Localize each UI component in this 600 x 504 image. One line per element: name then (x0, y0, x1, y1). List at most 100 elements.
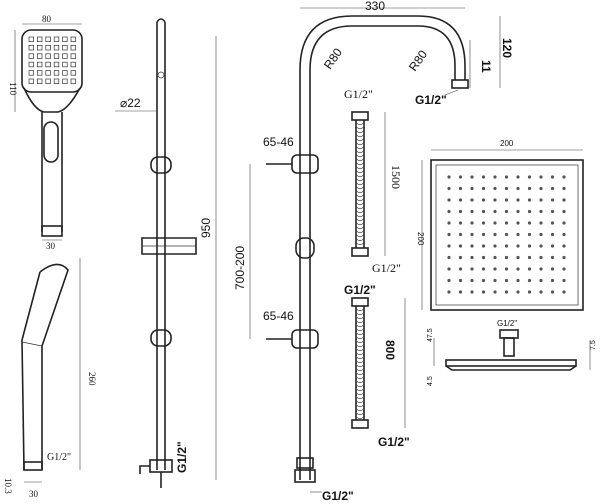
nozzle (493, 209, 497, 214)
nozzle (481, 290, 486, 294)
nozzle (447, 290, 451, 294)
hose-ring (355, 364, 365, 367)
nozzle (550, 267, 555, 271)
nozzle (562, 267, 566, 271)
nozzle (53, 45, 60, 51)
hs-width-label: 80 (42, 14, 52, 24)
nozzle (481, 278, 486, 283)
arm-thread-label: G1/2" (415, 93, 447, 107)
nozzle (493, 267, 497, 271)
hose-ring (355, 206, 365, 209)
nozzle (28, 36, 34, 42)
nozzle (458, 175, 463, 179)
hs-base-label: 30 (46, 241, 56, 251)
nozzle (481, 221, 486, 225)
nozzle (458, 267, 463, 271)
nozzle (470, 255, 474, 260)
nozzle (458, 244, 463, 248)
nozzle (516, 175, 520, 179)
nozzle (562, 198, 566, 202)
nozzle (527, 267, 532, 271)
nozzle (504, 198, 509, 202)
hose-ring (355, 388, 365, 391)
nozzle (504, 278, 509, 283)
nozzle (516, 221, 520, 225)
hose-ring (355, 230, 365, 233)
nozzle (516, 232, 520, 237)
hose-ring (355, 324, 365, 327)
nozzle (447, 198, 451, 202)
nozzle (539, 267, 543, 271)
nozzle (562, 290, 566, 294)
nozzle (493, 221, 497, 225)
arm-120-label: 120 (500, 38, 514, 58)
nozzle (481, 209, 486, 214)
square-shower-head-icon (445, 329, 577, 371)
nozzle (527, 244, 532, 248)
nozzle (470, 290, 474, 294)
hose-ring (355, 368, 365, 371)
hose-ring (355, 186, 365, 189)
nozzle (493, 198, 497, 202)
nozzle (45, 53, 51, 59)
hose-icon (351, 297, 369, 429)
hose-ring (355, 162, 365, 165)
nozzle (28, 78, 34, 84)
nozzle (70, 78, 76, 84)
nozzle (516, 267, 520, 271)
nozzle (53, 70, 60, 76)
nozzle (470, 186, 474, 191)
nozzle (539, 198, 543, 202)
hose-ring (355, 198, 365, 201)
nozzle (562, 186, 566, 191)
hose-ring (355, 122, 365, 125)
nozzle (447, 278, 451, 283)
nozzle (562, 232, 566, 237)
nozzle (481, 175, 486, 179)
nozzle (550, 175, 555, 179)
nozzle (62, 70, 68, 76)
nozzle (527, 198, 532, 202)
nozzle (28, 70, 34, 76)
nozzle (550, 209, 555, 214)
nozzle (53, 53, 60, 59)
adjustment-range-label: 700-200 (233, 246, 247, 290)
hose-ring (355, 218, 365, 221)
nozzle (70, 61, 76, 68)
nozzle (527, 255, 532, 260)
nozzle (516, 209, 520, 214)
nozzle (562, 221, 566, 225)
nozzle (447, 209, 451, 214)
nozzle (527, 175, 532, 179)
nozzle (550, 186, 555, 191)
nozzle (539, 221, 543, 225)
clamp-bottom-label: 65-46 (263, 309, 294, 323)
hose-ring (355, 154, 365, 157)
hose-ring (355, 170, 365, 173)
hose-ring (355, 210, 365, 213)
hose-ring (355, 332, 365, 335)
bottom-thread-label: G1/2" (322, 489, 354, 503)
arm-radius-right-label: R80 (406, 47, 430, 73)
nozzle (550, 198, 555, 202)
hose-ring (355, 372, 365, 375)
head-side-47-5-label: 47.5 (427, 328, 434, 342)
nozzle (45, 45, 51, 51)
nozzle (470, 175, 474, 179)
nozzle (62, 36, 68, 42)
nozzle (37, 36, 43, 42)
nozzle (539, 278, 543, 283)
nozzle (527, 221, 532, 225)
hose-ring (355, 376, 365, 379)
nozzle (562, 209, 566, 214)
nozzle (447, 232, 451, 237)
hose-ring (355, 146, 365, 149)
hose1-top-thread-label: G1/2" (344, 87, 373, 101)
hose-ring (355, 392, 365, 395)
hose-ring (355, 404, 365, 407)
leader-line (444, 89, 459, 96)
nozzle (62, 53, 68, 59)
nozzle (539, 186, 543, 191)
head-width-label: 200 (500, 139, 514, 148)
nozzle (562, 175, 566, 179)
